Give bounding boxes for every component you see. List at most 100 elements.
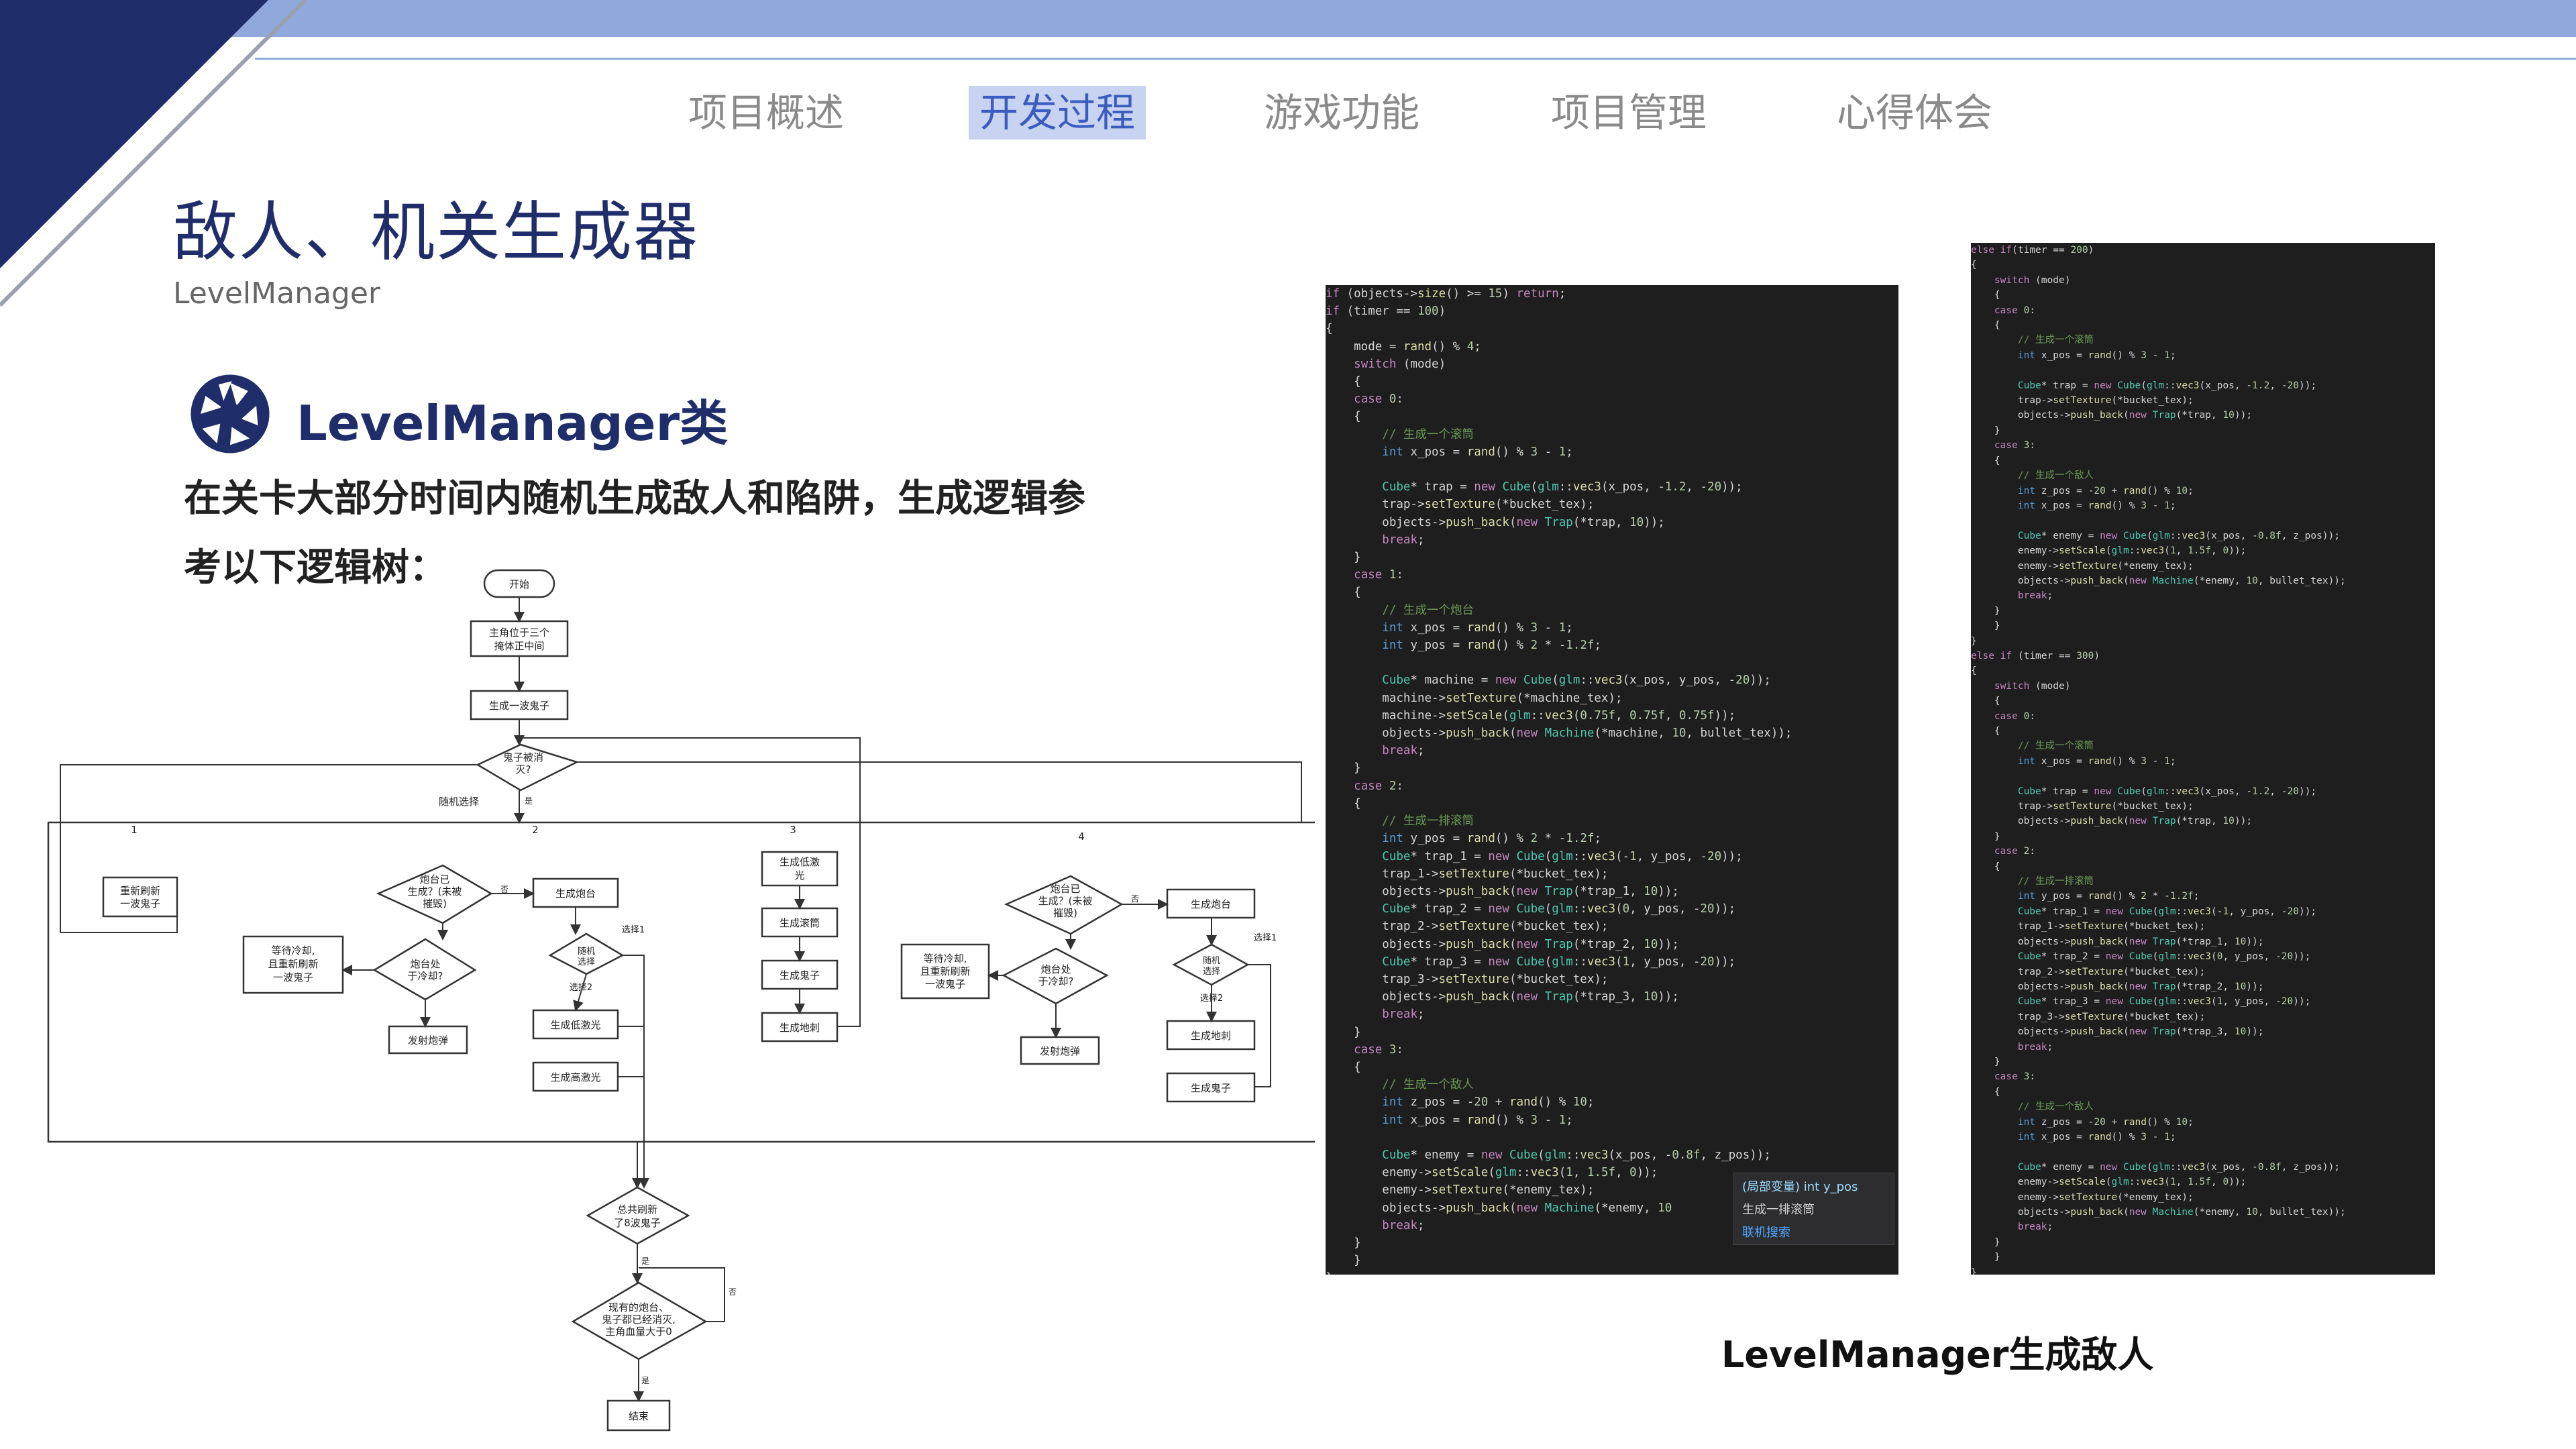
svg-text:选择1: 选择1 bbox=[1254, 933, 1277, 943]
code-line bbox=[1971, 363, 2435, 378]
code-line bbox=[1971, 769, 2435, 784]
svg-text:是: 是 bbox=[641, 1376, 649, 1385]
code-lines-left: if (objects->size() >= 15) return; if (ti… bbox=[1326, 285, 1898, 1275]
svg-text:等待冷却,: 等待冷却, bbox=[924, 953, 967, 965]
svg-text:于冷却?: 于冷却? bbox=[408, 970, 443, 982]
code-line: enemy->setScale(glm::vec3(1, 1.5f, 0)); bbox=[1326, 1166, 1658, 1180]
svg-text:等待冷却,: 等待冷却, bbox=[272, 945, 315, 957]
code-line: Cube* trap_1 = new Cube(glm::vec3(-1, y_… bbox=[2017, 906, 2317, 917]
code-line: } bbox=[1971, 830, 2000, 842]
svg-text:发射炮弹: 发射炮弹 bbox=[1040, 1045, 1080, 1057]
svg-text:且重新刷新: 且重新刷新 bbox=[268, 958, 318, 970]
tooltip-variable: (局部变量) int y_pos bbox=[1742, 1180, 1858, 1194]
description-line-2: 考以下逻辑树： bbox=[184, 545, 447, 590]
svg-text:灭?: 灭? bbox=[516, 763, 531, 775]
code-line: } bbox=[1326, 1025, 1361, 1039]
code-line: // 生成一排滚筒 bbox=[1326, 814, 1474, 828]
svg-text:摧毁): 摧毁) bbox=[423, 898, 447, 910]
code-line: Cube* trap = new Cube(glm::vec3(x_pos, -… bbox=[1382, 480, 1743, 494]
code-line: Cube* machine = new Cube(glm::vec3(x_pos… bbox=[1382, 674, 1771, 688]
code-line: // 生成一个敌人 bbox=[1326, 1078, 1474, 1092]
code-line: Cube* enemy = new Cube(glm::vec3(x_pos, … bbox=[2017, 1161, 2341, 1173]
code-line: objects->push_back(new Trap(*trap_1, 10)… bbox=[1971, 936, 2264, 947]
code-line: case 0: bbox=[1354, 392, 1403, 407]
svg-text:炮台已: 炮台已 bbox=[1050, 883, 1080, 895]
tab-development[interactable]: 开发过程 bbox=[969, 86, 1146, 140]
code-line: objects->push_back(new Machine(*enemy, 1… bbox=[1326, 1201, 1672, 1215]
svg-text:生成低激光: 生成低激光 bbox=[550, 1019, 600, 1031]
tab-reflection[interactable]: 心得体会 bbox=[1837, 90, 1993, 136]
code-panel-level-manager[interactable]: if (objects->size() >= 15) return; if (ti… bbox=[1326, 285, 1898, 1275]
aperture-logo-icon bbox=[191, 374, 270, 453]
svg-text:主角位于三个: 主角位于三个 bbox=[489, 627, 549, 639]
code-line: objects->push_back(new Machine(*enemy, 1… bbox=[1971, 575, 2346, 586]
code-panel-level-manager-continued[interactable]: else if(timer == 200){ switch (mode) { c… bbox=[1971, 243, 2435, 1275]
svg-text:生成高激光: 生成高激光 bbox=[550, 1071, 600, 1083]
tab-management[interactable]: 项目管理 bbox=[1551, 90, 1707, 136]
code-line: // 生成一个滚筒 bbox=[1326, 427, 1474, 441]
code-line: case 3: bbox=[1994, 440, 2036, 451]
svg-text:于冷却?: 于冷却? bbox=[1038, 975, 1074, 987]
code-line: Cube* trap_1 = new Cube(glm::vec3(-1, y_… bbox=[1382, 849, 1743, 863]
tab-features[interactable]: 游戏功能 bbox=[1264, 90, 1420, 136]
code-line: int x_pos = rand() % 3 - 1; bbox=[1382, 1113, 1573, 1127]
code-line: break; bbox=[1382, 744, 1425, 758]
code-line: // 生成一个敌人 bbox=[1971, 1102, 2094, 1113]
code-line bbox=[1971, 513, 2435, 528]
code-line: int x_pos = rand() % 3 - 1; bbox=[1382, 621, 1573, 635]
code-line: // 生成一个敌人 bbox=[1971, 470, 2094, 482]
code-line: break; bbox=[1382, 1008, 1425, 1022]
code-line: objects->push_back(new Trap(*trap_2, 10)… bbox=[1971, 981, 2264, 992]
code-lines-right: else if(timer == 200){ switch (mode) { c… bbox=[1971, 243, 2435, 1275]
code-line: // 生成一个炮台 bbox=[1326, 603, 1474, 617]
code-line: int z_pos = -20 + rand() % 10; bbox=[2017, 485, 2194, 496]
svg-text:炮台处: 炮台处 bbox=[1040, 963, 1071, 975]
code-line: } bbox=[1326, 1254, 1361, 1268]
svg-text:2: 2 bbox=[532, 824, 539, 836]
code-line bbox=[1326, 654, 1898, 672]
code-line: if (timer == 100) bbox=[1326, 305, 1446, 319]
svg-text:炮台已: 炮台已 bbox=[419, 873, 449, 885]
svg-text:生成炮台: 生成炮台 bbox=[1191, 898, 1231, 910]
code-line: case 2: bbox=[1994, 846, 2036, 857]
svg-text:鬼子都已经消灭,: 鬼子都已经消灭, bbox=[602, 1313, 676, 1326]
code-line: case 3: bbox=[1354, 1042, 1403, 1057]
code-line: { bbox=[1971, 1086, 2000, 1097]
svg-text:重新刷新: 重新刷新 bbox=[120, 885, 160, 897]
tooltip-search-link[interactable]: 联机搜索 bbox=[1742, 1226, 1790, 1240]
svg-text:1: 1 bbox=[131, 824, 138, 836]
code-line: case 1: bbox=[1354, 568, 1403, 582]
code-line: switch (mode) bbox=[1994, 680, 2071, 692]
code-line: case 2: bbox=[1354, 779, 1403, 793]
tab-overview[interactable]: 项目概述 bbox=[688, 90, 845, 136]
code-line: } bbox=[1971, 425, 2000, 436]
svg-text:选择1: 选择1 bbox=[622, 925, 645, 935]
code-line: enemy->setScale(glm::vec3(1, 1.5f, 0)); bbox=[1971, 545, 2247, 557]
code-line: if (objects->size() >= 15) return; bbox=[1326, 287, 1566, 301]
svg-text:生成？(未被: 生成？(未被 bbox=[408, 885, 462, 898]
code-line: trap->setTexture(*bucket_tex); bbox=[1971, 801, 2194, 812]
svg-text:光: 光 bbox=[794, 869, 804, 881]
code-line: objects->push_back(new Trap(*trap, 10)); bbox=[1326, 515, 1665, 529]
code-line: Cube* trap_3 = new Cube(glm::vec3(1, y_p… bbox=[2017, 996, 2311, 1008]
code-line: Cube* enemy = new Cube(glm::vec3(x_pos, … bbox=[1382, 1148, 1771, 1162]
code-line: trap_1->setTexture(*bucket_tex); bbox=[1971, 921, 2206, 932]
code-line: // 生成一个滚筒 bbox=[1971, 335, 2094, 346]
code-line: int z_pos = -20 + rand() % 10; bbox=[1382, 1095, 1595, 1110]
svg-text:现有的炮台、: 现有的炮台、 bbox=[608, 1301, 669, 1313]
code-line: trap_2->setTexture(*bucket_tex); bbox=[1971, 966, 2206, 977]
code-line: enemy->setTexture(*enemy_tex); bbox=[1971, 1191, 2194, 1203]
code-line: { bbox=[1971, 290, 2000, 301]
tooltip-comment: 生成一排滚筒 bbox=[1742, 1203, 1815, 1217]
code-line: trap->setTexture(*bucket_tex); bbox=[1971, 395, 2194, 407]
code-line: int x_pos = rand() % 3 - 1; bbox=[2017, 1131, 2176, 1142]
code-line: trap_2->setTexture(*bucket_tex); bbox=[1326, 920, 1609, 934]
code-line: } bbox=[1971, 1056, 2000, 1067]
code-line: } bbox=[1326, 551, 1361, 565]
svg-text:生成滚筒: 生成滚筒 bbox=[780, 917, 820, 929]
node-end: 结束 bbox=[629, 1410, 649, 1422]
code-line: // 生成一排滚筒 bbox=[1971, 876, 2094, 888]
code-line: int x_pos = rand() % 3 - 1; bbox=[2017, 500, 2176, 511]
corner-decoration bbox=[0, 0, 307, 307]
code-line: } bbox=[1326, 1236, 1361, 1250]
